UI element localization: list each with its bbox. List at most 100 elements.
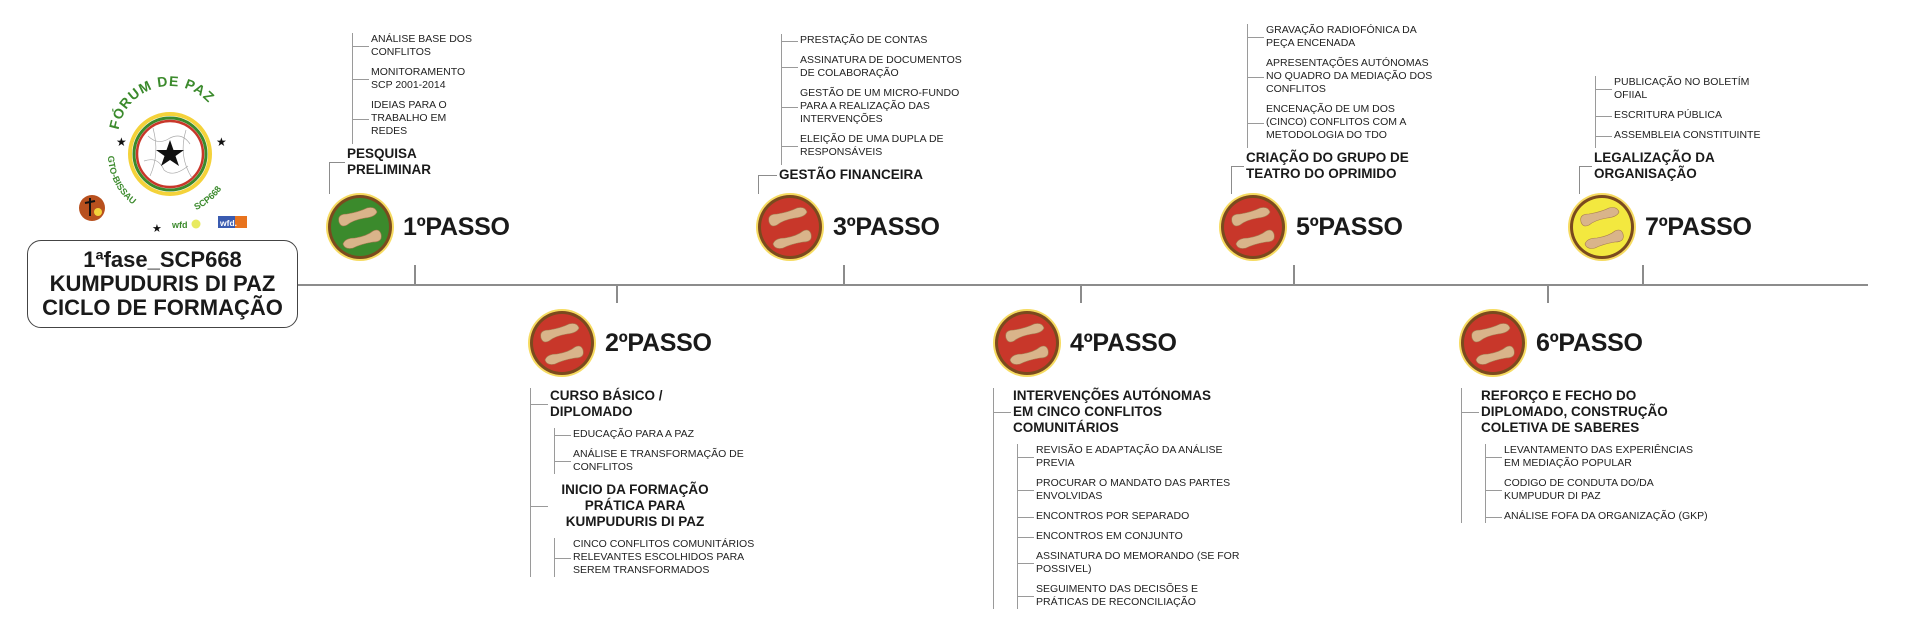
heading-connector [1579,166,1592,168]
list-item: SEGUIMENTO DAS DECISÕES E PRÁTICAS DE RE… [1018,583,1243,609]
heading-connector [758,175,777,177]
list-item: GRAVAÇÃO RADIOFÓNICA DA PEÇA ENCENADA [1248,24,1436,50]
step-label-3: 3ºPASSO [833,212,940,241]
list-item: ENCONTROS EM CONJUNTO [1018,530,1243,543]
step-2-heading: INICIO DA FORMAÇÃO PRÁTICA PARA KUMPUDUR… [531,482,720,530]
forum-de-paz-logo: FÓRUM DE PAZ ★ ★ ★ GTO-BISSAU SCP668 wfd… [78,66,263,236]
timeline-tick [843,265,845,284]
step-badge-5[interactable]: 5ºPASSO [1218,192,1403,262]
list-item: APRESENTAÇÕES AUTÓNOMAS NO QUADRO DA MED… [1248,57,1436,96]
list-item: ANÁLISE E TRANSFORMAÇÃO DE CONFLITOS [555,448,780,474]
title-line-2: KUMPUDURIS DI PAZ [49,271,276,296]
step-group: CURSO BÁSICO / DIPLOMADO EDUCAÇÃO PARA A … [531,388,780,474]
list-item: PROCURAR O MANDATO DAS PARTES ENVOLVIDAS [1018,477,1243,503]
step-group: INTERVENÇÕES AUTÓNOMAS EM CINCO CONFLITO… [994,388,1243,609]
list-item: ANÁLISE FOFA DA ORGANIZAÇÃO (GKP) [1486,510,1711,523]
step-7-heading: LEGALIZAÇÃO DA ORGANISAÇÃO [1594,150,1715,181]
step-label-4: 4ºPASSO [1070,328,1177,357]
heading-connector [1231,166,1233,194]
list-item: ELEIÇÃO DE UMA DUPLA DE RESPONSÁVEIS [782,133,970,159]
list-item: ANÁLISE BASE DOS CONFLITOS [353,33,481,59]
footsteps-icon [1459,309,1527,377]
logo-wfd-text: wfd [171,220,188,230]
list-item: PUBLICAÇÃO NO BOLETÍM OFIIAL [1596,76,1779,102]
step-6-details: REFORÇO E FECHO DO DIPLOMADO, CONSTRUÇÃO… [1461,382,1711,531]
footsteps-icon [528,309,596,377]
timeline-axis [298,284,1868,286]
step-4-details: INTERVENÇÕES AUTÓNOMAS EM CINCO CONFLITO… [993,382,1243,617]
heading-connector [1579,166,1581,194]
step-group: REFORÇO E FECHO DO DIPLOMADO, CONSTRUÇÃO… [1462,388,1711,523]
list-item: ASSINATURA DO MEMORANDO (SE FOR POSSIVEL… [1018,550,1243,576]
step-7-subitems: PUBLICAÇÃO NO BOLETÍM OFIIAL ESCRITURA PÚ… [1595,76,1779,148]
step-2-subitems: CINCO CONFLITOS COMUNITÁRIOS RELEVANTES … [554,538,780,577]
list-item: ENCENAÇÃO DE UM DOS (CINCO) CONFLITOS CO… [1248,103,1436,142]
step-6-group-tree: REFORÇO E FECHO DO DIPLOMADO, CONSTRUÇÃO… [1461,388,1711,523]
svg-text:SCP668: SCP668 [192,184,223,212]
step-4-subitems: REVISÃO E ADAPTAÇÃO DA ANÁLISE PREVIA PRO… [1017,444,1243,609]
footsteps-icon [1219,193,1287,261]
step-6-heading: REFORÇO E FECHO DO DIPLOMADO, CONSTRUÇÃO… [1462,388,1691,436]
step-badge-4[interactable]: 4ºPASSO [992,308,1177,378]
title-box: 1ªfase_SCP668 KUMPUDURIS DI PAZ CICLO DE… [27,240,298,328]
logo-wfd-box-text: wfd. [219,218,237,228]
list-item: MONITORAMENTO SCP 2001-2014 [353,66,481,92]
list-item: EDUCAÇÃO PARA A PAZ [555,428,780,441]
title-line-3: CICLO DE FORMAÇÃO [42,295,283,320]
step-badge-3[interactable]: 3ºPASSO [755,192,940,262]
step-2-group-tree: CURSO BÁSICO / DIPLOMADO EDUCAÇÃO PARA A … [530,388,780,577]
footsteps-icon [993,309,1061,377]
list-item: CINCO CONFLITOS COMUNITÁRIOS RELEVANTES … [555,538,780,577]
svg-text:★: ★ [116,135,127,149]
step-label-5: 5ºPASSO [1296,212,1403,241]
timeline-tick [1547,284,1549,303]
heading-connector [758,175,760,194]
heading-connector [329,162,331,194]
step-badge-2[interactable]: 2ºPASSO [527,308,712,378]
timeline-tick [1080,284,1082,303]
step-label-6: 6ºPASSO [1536,328,1643,357]
title-line-1: 1ªfase_SCP668 [83,247,242,272]
step-1-heading: PESQUISA PRELIMINAR [347,146,431,177]
svg-text:★: ★ [216,135,227,149]
list-item: ASSEMBLEIA CONSTITUINTE [1596,129,1779,142]
step-label-2: 2ºPASSO [605,328,712,357]
step-6-subitems: LEVANTAMENTO DAS EXPERIÊNCIAS EM MEDIAÇÃ… [1485,444,1711,523]
logo-right-text: SCP668 [192,184,223,212]
list-item: REVISÃO E ADAPTAÇÃO DA ANÁLISE PREVIA [1018,444,1243,470]
step-badge-1[interactable]: 1ºPASSO [325,192,510,262]
step-3-heading: GESTÃO FINANCEIRA [779,167,924,182]
step-5-heading: CRIAÇÃO DO GRUPO DE TEATRO DO OPRIMIDO [1246,150,1409,181]
timeline-tick [1293,265,1295,284]
step-4-group-tree: INTERVENÇÕES AUTÓNOMAS EM CINCO CONFLITO… [993,388,1243,609]
list-item: ASSINATURA DE DOCUMENTOS DE COLABORAÇÃO [782,54,970,80]
footsteps-icon [1568,193,1636,261]
logo-emblem-icon: FÓRUM DE PAZ ★ ★ ★ GTO-BISSAU SCP668 wfd… [79,73,247,235]
step-label-7: 7ºPASSO [1645,212,1752,241]
step-badge-6[interactable]: 6ºPASSO [1458,308,1643,378]
list-item: ESCRITURA PÚBLICA [1596,109,1779,122]
step-2-subitems: EDUCAÇÃO PARA A PAZ ANÁLISE E TRANSFORMAÇ… [554,428,780,474]
step-2-heading: CURSO BÁSICO / DIPLOMADO [531,388,720,420]
list-item: PRESTAÇÃO DE CONTAS [782,34,970,47]
list-item: ENCONTROS POR SEPARADO [1018,510,1243,523]
step-label-1: 1ºPASSO [403,212,510,241]
step-1-subitems: ANÁLISE BASE DOS CONFLITOS MONITORAMENTO … [352,33,481,144]
step-group: INICIO DA FORMAÇÃO PRÁTICA PARA KUMPUDUR… [531,482,780,577]
timeline-tick [414,265,416,284]
timeline-tick [1642,265,1644,284]
step-2-details: CURSO BÁSICO / DIPLOMADO EDUCAÇÃO PARA A … [530,382,780,585]
list-item: GESTÃO DE UM MICRO-FUNDO PARA A REALIZAÇ… [782,87,970,126]
footsteps-icon [756,193,824,261]
heading-connector [1231,166,1244,168]
heading-connector [329,162,345,164]
list-item: IDEIAS PARA O TRABALHO EM REDES [353,99,481,138]
footsteps-icon [326,193,394,261]
svg-text:★: ★ [152,223,162,235]
timeline-tick [616,284,618,303]
step-3-subitems: PRESTAÇÃO DE CONTAS ASSINATURA DE DOCUMEN… [781,34,970,165]
step-badge-7[interactable]: 7ºPASSO [1567,192,1752,262]
list-item: LEVANTAMENTO DAS EXPERIÊNCIAS EM MEDIAÇÃ… [1486,444,1711,470]
step-4-heading: INTERVENÇÕES AUTÓNOMAS EM CINCO CONFLITO… [994,388,1223,436]
list-item: CODIGO DE CONDUTA DO/DA KUMPUDUR DI PAZ [1486,477,1711,503]
